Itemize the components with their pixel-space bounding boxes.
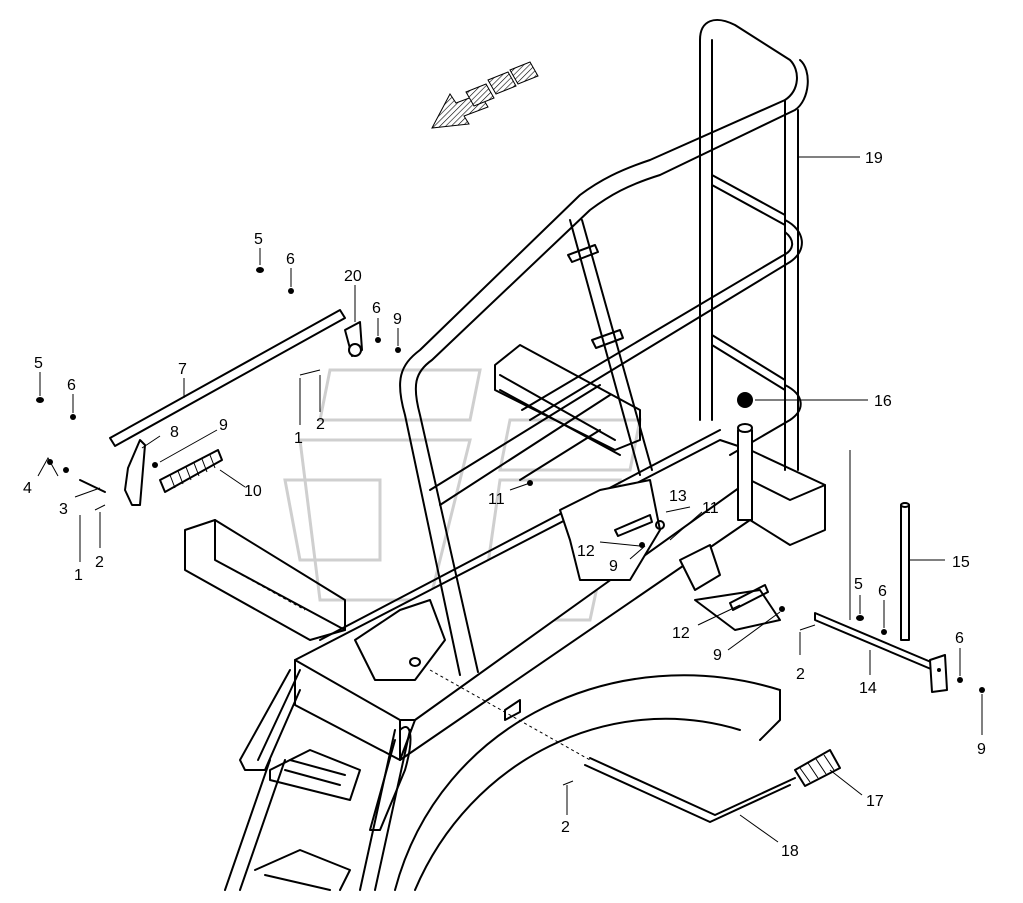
callout-3: 3 (59, 501, 68, 518)
callout-9: 9 (977, 741, 986, 758)
callout-9: 9 (393, 311, 402, 328)
part-14-pin (814, 612, 948, 693)
callout-8: 8 (170, 424, 179, 441)
callout-5: 5 (854, 576, 863, 593)
callout-19: 19 (865, 150, 883, 167)
callout-4: 4 (23, 480, 32, 497)
part-18-handle (429, 669, 796, 823)
callout-11: 11 (702, 500, 719, 517)
leader-lines (37, 156, 983, 843)
callout-6: 6 (67, 377, 76, 394)
callout-6: 6 (955, 630, 964, 647)
callout-2: 2 (561, 819, 570, 836)
callout-6: 6 (286, 251, 295, 268)
callout-2: 2 (95, 554, 104, 571)
ladder (224, 669, 412, 891)
callout-16: 16 (874, 393, 892, 410)
callout-labels: 19 20 5 6 6 9 5 6 7 8 9 10 4 3 1 2 1 2 1… (23, 150, 986, 860)
callout-17: 17 (866, 793, 884, 810)
callout-7: 7 (178, 361, 187, 378)
callout-18: 18 (781, 843, 799, 860)
callout-9: 9 (609, 558, 618, 575)
platform (184, 344, 826, 761)
callout-9: 9 (219, 417, 228, 434)
callout-6: 6 (878, 583, 887, 600)
callout-2: 2 (316, 416, 325, 433)
part-10-spring (159, 449, 223, 493)
part-16-knob (737, 392, 753, 521)
callout-15: 15 (952, 554, 970, 571)
callout-1: 1 (294, 430, 303, 447)
callout-2: 2 (796, 666, 805, 683)
part-8-bracket (124, 439, 146, 506)
handrail (399, 19, 809, 676)
callout-5: 5 (34, 355, 43, 372)
fender (394, 674, 781, 891)
callout-20: 20 (344, 268, 362, 285)
part-15-rod (849, 450, 910, 641)
callout-14: 14 (859, 680, 877, 697)
callout-12: 12 (577, 543, 595, 560)
part-17-grip (794, 749, 841, 787)
fasteners (36, 267, 985, 786)
callout-5: 5 (254, 231, 263, 248)
callout-12: 12 (672, 625, 690, 642)
direction-arrow-icon (431, 61, 539, 129)
callout-6: 6 (372, 300, 381, 317)
callout-11: 11 (488, 491, 505, 508)
callout-10: 10 (244, 483, 262, 500)
callout-1: 1 (74, 567, 83, 584)
callout-13: 13 (669, 488, 687, 505)
part-20-bracket (344, 321, 363, 357)
part-7-bar (109, 309, 346, 447)
callout-9: 9 (713, 647, 722, 664)
